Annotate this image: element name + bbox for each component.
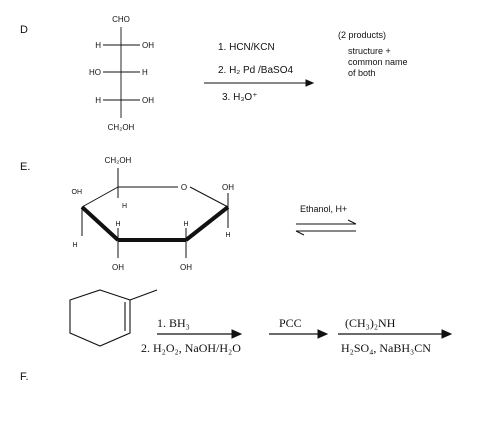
e-c4-up: OH: [72, 189, 83, 196]
f-step2-reagent: PCC: [279, 316, 302, 330]
e-c3-down-oh: OH: [112, 263, 124, 272]
d-note-line-1: (2 products): [338, 30, 386, 40]
e-c5-h: H: [122, 203, 127, 210]
e-c4-down: H: [72, 242, 77, 249]
methylcyclohexene-structure: [69, 289, 158, 347]
f-step3-top-reagent: (CH₃)₂NH: [345, 316, 396, 330]
e-ring-oxygen: O: [181, 183, 187, 192]
fischer-row1-right: OH: [142, 41, 154, 50]
fischer-top-group: CHO: [112, 15, 130, 24]
fischer-projection: [103, 27, 140, 118]
d-note-line-3: common name: [348, 57, 408, 67]
f-step1-arrow-head: [231, 329, 243, 339]
f-step3-arrow-head: [441, 329, 453, 339]
fischer-bottom-group: CH₂OH: [108, 123, 135, 132]
e-c2-down-oh: OH: [180, 263, 192, 272]
e-c3-up-h: H: [115, 221, 120, 228]
e-forward-arrow-head: [347, 219, 357, 225]
problem-f-label: F.: [20, 371, 29, 383]
f-step1-reagent-1: 1. BH₃: [157, 316, 190, 330]
d-note-line-2: structure +: [348, 46, 391, 56]
d-reagent-1: 1. HCN/KCN: [218, 42, 275, 53]
e-c1-down: H: [225, 232, 230, 239]
e-reverse-arrow-head: [295, 230, 305, 236]
fischer-row1-left: H: [95, 41, 101, 50]
fischer-row3-left: H: [95, 96, 101, 105]
d-reagent-2: 2. H₂ Pd /BaSO4: [218, 65, 293, 76]
e-c1-up: OH: [222, 183, 234, 192]
d-note-line-4: of both: [348, 68, 376, 78]
problem-d-label: D: [20, 24, 28, 36]
fischer-row2-left: HO: [89, 68, 101, 77]
haworth-ring: [80, 168, 230, 258]
e-c6-group: CH₂OH: [105, 156, 132, 165]
e-c2-up-h: H: [183, 221, 188, 228]
d-reagent-3: 3. H₃O⁺: [222, 92, 257, 103]
d-arrow-head: [305, 79, 315, 87]
e-reagent: Ethanol, H+: [300, 204, 347, 214]
problem-e-label: E.: [20, 161, 30, 173]
f-step3-bottom-reagent: H₂SO₄, NaBH₃CN: [341, 341, 431, 355]
f-step2-arrow-head: [317, 329, 329, 339]
f-step1-reagent-2: 2. H₂O₂, NaOH/H₂O: [141, 341, 241, 355]
fischer-row3-right: OH: [142, 96, 154, 105]
fischer-row2-right: H: [142, 68, 148, 77]
